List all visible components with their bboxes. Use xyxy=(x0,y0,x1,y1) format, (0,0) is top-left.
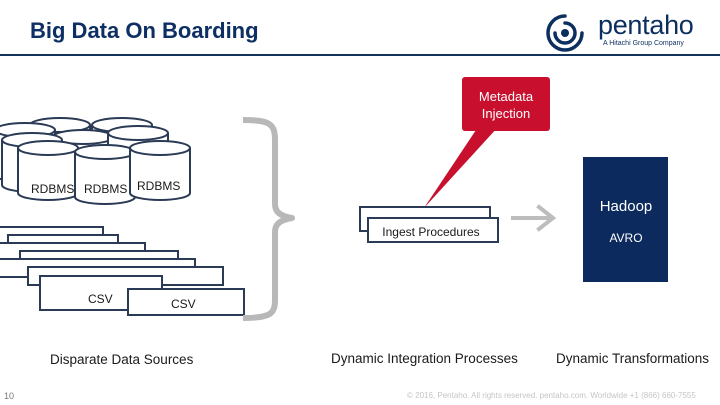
integration-caption: Dynamic Integration Processes xyxy=(331,351,518,366)
csv-file xyxy=(127,288,245,316)
pentaho-swirl-icon xyxy=(546,14,584,52)
logo-wordmark: pentaho xyxy=(598,10,694,40)
metadata-callout-pointer xyxy=(424,127,498,208)
rdbms-label: RDBMS xyxy=(137,179,180,193)
hadoop-box xyxy=(583,157,668,282)
ingest-procedures-label: Ingest Procedures xyxy=(382,225,479,239)
csv-file-stack xyxy=(0,226,245,316)
metadata-line-1: Metadata xyxy=(479,89,534,104)
rdbms-label: RDBMS xyxy=(84,182,127,196)
grouping-bracket xyxy=(242,117,295,321)
slide-title: Big Data On Boarding xyxy=(30,18,259,43)
metadata-line-2: Injection xyxy=(482,106,530,121)
page-number: 10 xyxy=(4,391,15,401)
arrow-right-icon xyxy=(511,204,557,232)
csv-label: CSV xyxy=(88,292,113,306)
logo-tagline: A Hitachi Group Company xyxy=(603,40,684,47)
title-divider xyxy=(0,54,720,56)
sources-caption: Disparate Data Sources xyxy=(50,352,194,367)
ingest-procedures-card xyxy=(367,217,499,243)
hadoop-title: Hadoop xyxy=(600,198,653,215)
csv-label: CSV xyxy=(171,297,196,311)
database-cylinder xyxy=(74,144,136,205)
metadata-injection-callout xyxy=(462,77,550,131)
database-stack xyxy=(0,117,191,205)
database-cylinder xyxy=(129,140,191,201)
pentaho-logo xyxy=(546,14,584,52)
hadoop-format: AVRO xyxy=(609,231,642,245)
rdbms-label: RDBMS xyxy=(31,182,74,196)
copyright-footer: © 2016, Pentaho. All rights reserved. pe… xyxy=(407,391,696,400)
database-cylinder xyxy=(17,140,79,201)
transformations-caption: Dynamic Transformations xyxy=(556,351,710,366)
